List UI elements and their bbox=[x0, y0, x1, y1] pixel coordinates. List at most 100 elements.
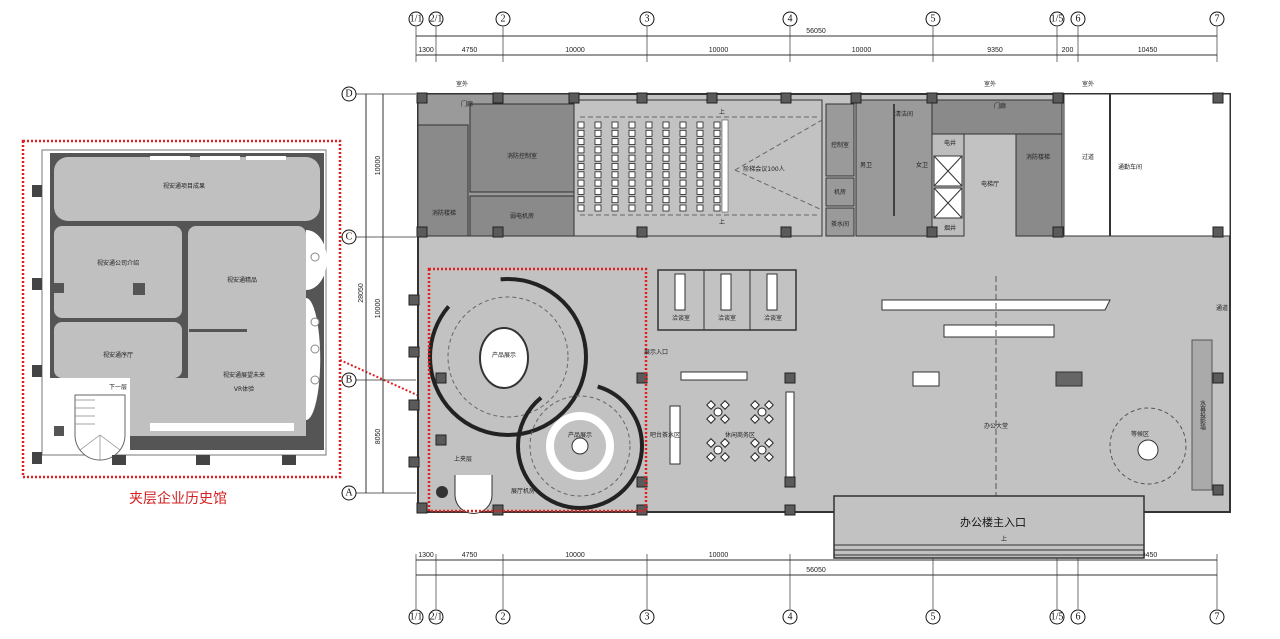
room-guard-right bbox=[931, 99, 1063, 135]
label-up-3: 上 bbox=[1001, 535, 1007, 543]
dimension-overall-y: 28050 bbox=[358, 283, 365, 303]
lounge-chair bbox=[720, 414, 730, 424]
seat bbox=[679, 179, 687, 187]
seat bbox=[696, 171, 704, 179]
label-bar-tea: 吧台茶水区 bbox=[650, 431, 680, 439]
seat bbox=[594, 204, 602, 212]
label-shuttle-bay: 通勤车间 bbox=[1118, 163, 1142, 171]
axis-bubble bbox=[341, 372, 357, 388]
lounge-table bbox=[713, 445, 723, 455]
label-guard-left: 门廊 bbox=[461, 100, 473, 108]
seat bbox=[645, 154, 653, 162]
structural-column bbox=[568, 92, 580, 104]
seat bbox=[713, 179, 721, 187]
seat bbox=[645, 146, 653, 154]
seat bbox=[577, 171, 585, 179]
structural-column bbox=[408, 346, 420, 358]
seat bbox=[713, 129, 721, 137]
seat bbox=[594, 121, 602, 129]
axis-bubble bbox=[408, 11, 424, 27]
axis-label: 1/1 bbox=[410, 14, 423, 25]
seat bbox=[662, 121, 670, 129]
seat bbox=[628, 171, 636, 179]
seat bbox=[611, 196, 619, 204]
label-fire-control: 消防控制室 bbox=[507, 152, 537, 160]
axis-label: 6 bbox=[1076, 612, 1081, 623]
seat bbox=[696, 129, 704, 137]
lounge-chair bbox=[706, 414, 716, 424]
structural-column bbox=[492, 504, 504, 516]
seat bbox=[713, 187, 721, 195]
dimension-segment: 10000 bbox=[565, 552, 585, 559]
room-shuttle-bay bbox=[1063, 93, 1231, 237]
label-product-display-2: 产品展示 bbox=[568, 431, 592, 439]
dimension-segment: 10000 bbox=[709, 552, 729, 559]
lounge-chair bbox=[720, 400, 730, 410]
seat bbox=[696, 121, 704, 129]
axis-label: 2 bbox=[501, 612, 506, 623]
axis-label: 2/1 bbox=[430, 14, 443, 25]
seat bbox=[645, 187, 653, 195]
seat bbox=[662, 138, 670, 146]
dimension-segment-y: 10000 bbox=[375, 156, 382, 176]
seat bbox=[662, 204, 670, 212]
label-exhibit-machine: 展厅机房 bbox=[511, 487, 535, 495]
seat bbox=[696, 138, 704, 146]
label-meeting-1: 洽谈室 bbox=[672, 314, 690, 322]
structural-column bbox=[784, 476, 796, 488]
axis-bubble bbox=[782, 11, 798, 27]
seat bbox=[611, 171, 619, 179]
inset-label-boutique: 视安通精品 bbox=[227, 276, 257, 284]
dimension-segment: 1300 bbox=[418, 552, 434, 559]
seat bbox=[713, 196, 721, 204]
label-smoke-shaft: 烟井 bbox=[944, 224, 956, 232]
dimension-overall: 56050 bbox=[806, 567, 826, 574]
axis-label: B bbox=[346, 375, 353, 386]
axis-bubble bbox=[428, 609, 444, 625]
seat bbox=[679, 138, 687, 146]
seat bbox=[577, 129, 585, 137]
structural-column bbox=[784, 504, 796, 516]
axis-bubble bbox=[1049, 609, 1065, 625]
axis-bubble bbox=[341, 485, 357, 501]
axis-label: 4 bbox=[788, 612, 793, 623]
label-meeting-3: 洽谈室 bbox=[764, 314, 782, 322]
structural-column bbox=[780, 226, 792, 238]
seat bbox=[713, 163, 721, 170]
label-product-display-1: 产品展示 bbox=[492, 351, 516, 359]
structural-column bbox=[780, 92, 792, 104]
seat bbox=[611, 138, 619, 146]
axis-bubble bbox=[428, 11, 444, 27]
label-outdoor-2: 室外 bbox=[984, 80, 996, 88]
structural-column bbox=[850, 92, 862, 104]
seat bbox=[628, 204, 636, 212]
dimension-segment: 10450 bbox=[1138, 552, 1158, 559]
seat bbox=[713, 171, 721, 179]
seat bbox=[594, 179, 602, 187]
seat bbox=[696, 196, 704, 204]
structural-column bbox=[784, 372, 796, 384]
structural-column bbox=[926, 92, 938, 104]
seat bbox=[577, 154, 585, 162]
seat bbox=[628, 154, 636, 162]
dimension-segment: 10000 bbox=[852, 47, 872, 54]
axis-bubble bbox=[1209, 11, 1225, 27]
seat bbox=[645, 121, 653, 129]
seat bbox=[645, 163, 653, 170]
seat bbox=[594, 138, 602, 146]
inset-label-future: 视安通展望未来 bbox=[223, 371, 265, 379]
axis-label: 1/5 bbox=[1051, 14, 1064, 25]
seat bbox=[594, 187, 602, 195]
seat bbox=[713, 154, 721, 162]
lounge-chair bbox=[720, 438, 730, 448]
seat bbox=[594, 146, 602, 154]
inset-highlight-frame bbox=[21, 139, 342, 479]
lounge-chair bbox=[764, 414, 774, 424]
inset-label-down-stairs: 下一层 bbox=[109, 384, 127, 391]
seat bbox=[594, 171, 602, 179]
axis-label: 3 bbox=[645, 14, 650, 25]
seat bbox=[696, 146, 704, 154]
inset-room-project-results bbox=[54, 157, 320, 221]
seat bbox=[713, 121, 721, 129]
